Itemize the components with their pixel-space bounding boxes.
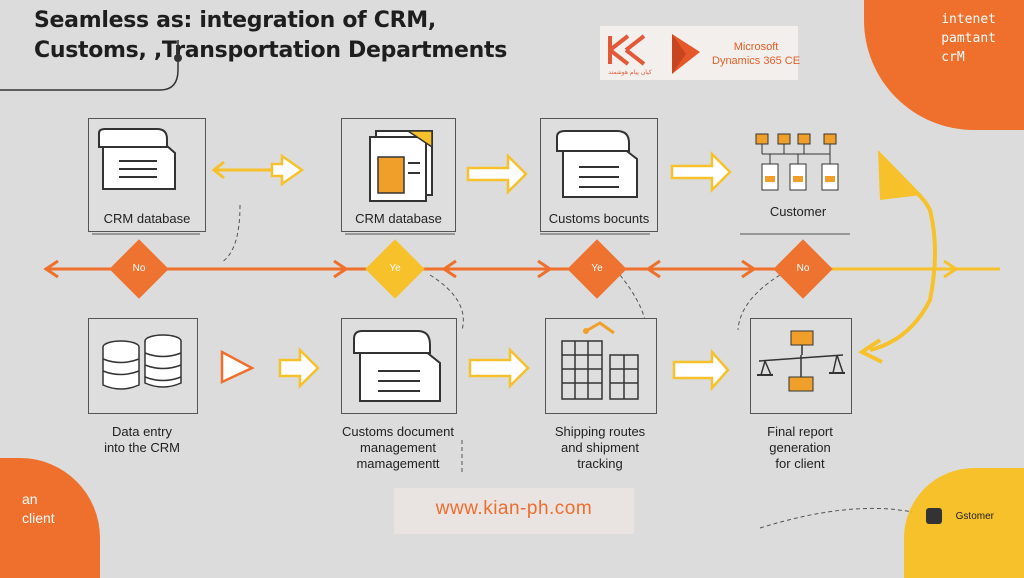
arrow-head bbox=[858, 338, 883, 364]
database-icon bbox=[102, 334, 182, 390]
logo-text-line: Dynamics 365 CE bbox=[712, 55, 801, 67]
corner-text-line: pamtant bbox=[941, 31, 996, 46]
corner-text-top-right: intenet pamtant crM bbox=[941, 10, 996, 67]
document-icon bbox=[556, 130, 638, 198]
process-step-data-entry bbox=[88, 318, 198, 414]
dashed-connector bbox=[429, 274, 464, 331]
arrow-head bbox=[537, 259, 553, 279]
process-step-final-report bbox=[750, 318, 852, 414]
page-title: Seamless as: integration of CRM, Customs… bbox=[34, 6, 507, 66]
label-line: Customs document bbox=[342, 424, 454, 439]
arrow-head bbox=[645, 259, 661, 279]
process-step-customs-document-management bbox=[341, 318, 457, 414]
dashed-connector bbox=[759, 507, 913, 529]
decision-label: Ye bbox=[389, 263, 401, 274]
arrow-head bbox=[43, 259, 59, 279]
process-step-customs-documents: Customs bocunts bbox=[540, 118, 658, 232]
flow-arrow bbox=[466, 152, 528, 196]
step-label: CRM database bbox=[103, 211, 191, 226]
flow-arrow bbox=[670, 150, 732, 194]
process-step-crm-database-2: CRM database bbox=[341, 118, 456, 232]
decision-label: No bbox=[796, 263, 810, 274]
step-label: Customs bocunts bbox=[548, 211, 650, 226]
label-line: Final report bbox=[767, 424, 833, 439]
process-step-crm-database: CRM database bbox=[88, 118, 206, 232]
decision-diamond-1: No bbox=[109, 239, 169, 299]
label-line: and shipment bbox=[560, 440, 640, 455]
files-folder-icon bbox=[369, 130, 433, 202]
title-line-2: Customs, ,Transportation Departments bbox=[34, 38, 507, 63]
corner-text-line: client bbox=[22, 510, 55, 526]
label-line: mamagementt bbox=[356, 456, 440, 471]
corner-text-line: crM bbox=[941, 50, 965, 65]
curved-return-arrow bbox=[869, 178, 937, 352]
document-icon bbox=[98, 128, 176, 190]
arrow-head bbox=[878, 150, 922, 200]
dashed-connector bbox=[619, 274, 646, 321]
step-label-shipping-routes: Shipping routes and shipment tracking bbox=[530, 424, 670, 472]
step-label-data-entry: Data entry into the CRM bbox=[72, 424, 212, 456]
kian-logo-icon: کیان پیام هوشمند bbox=[608, 34, 652, 76]
building-icon bbox=[561, 321, 639, 400]
label-line: into the CRM bbox=[104, 440, 180, 455]
flow-arrow bbox=[468, 346, 530, 390]
arrow-head bbox=[441, 259, 457, 279]
corner-text-line: intenet bbox=[941, 12, 996, 27]
step-label: Customer bbox=[769, 204, 827, 219]
step-label-customs-document: Customs document management mamagementt bbox=[318, 424, 478, 472]
label-line: for client bbox=[775, 456, 825, 471]
label-line: Data entry bbox=[112, 424, 172, 439]
flow-arrow bbox=[270, 153, 305, 187]
connector-dot bbox=[174, 54, 182, 62]
corner-text-bottom-left: an client bbox=[22, 490, 55, 528]
step-label: CRM database bbox=[355, 211, 442, 226]
decision-diamond-2: Ye bbox=[365, 239, 425, 299]
label-line: management bbox=[360, 440, 436, 455]
dashed-connector bbox=[221, 204, 241, 263]
document-icon bbox=[353, 330, 441, 402]
flow-arrow bbox=[220, 349, 255, 384]
customer-badge-label: Gstomer bbox=[955, 511, 994, 522]
arrow-head bbox=[943, 259, 959, 279]
customer-badge-icon bbox=[926, 508, 942, 524]
decision-label: No bbox=[132, 263, 146, 274]
flow-connectors bbox=[0, 40, 1000, 529]
arrow-head bbox=[211, 160, 225, 180]
label-line: generation bbox=[769, 440, 831, 455]
title-connector-line bbox=[0, 40, 179, 91]
dashed-connector bbox=[737, 274, 781, 331]
url-banner bbox=[394, 488, 634, 534]
decision-diamond-4: No bbox=[773, 239, 833, 299]
corner-text-line: an bbox=[22, 491, 38, 507]
title-line-1: Seamless as: integration of CRM, bbox=[34, 8, 436, 33]
process-step-shipping-routes bbox=[545, 318, 657, 414]
arrow-head bbox=[333, 259, 349, 279]
dynamics-logo-icon bbox=[672, 34, 700, 74]
decision-label: Ye bbox=[591, 263, 603, 274]
step-label-final-report: Final report generation for client bbox=[740, 424, 860, 472]
dynamics-logo-text: Microsoft Dynamics 365 CE bbox=[712, 40, 800, 68]
arrow-head bbox=[741, 259, 757, 279]
label-line: tracking bbox=[577, 456, 623, 471]
flow-arrow bbox=[672, 348, 730, 392]
network-icon bbox=[757, 330, 845, 392]
process-step-customer: Customer bbox=[746, 118, 850, 230]
org-chart-icon bbox=[755, 133, 839, 191]
logo-text-line: Microsoft bbox=[733, 41, 779, 53]
label-line: Shipping routes bbox=[554, 424, 646, 439]
decision-diamond-3: Ye bbox=[567, 239, 627, 299]
svg-text:کیان پیام هوشمند: کیان پیام هوشمند bbox=[608, 69, 652, 76]
flow-arrow bbox=[278, 346, 320, 390]
website-url[interactable]: www.kian-ph.com bbox=[435, 498, 593, 519]
